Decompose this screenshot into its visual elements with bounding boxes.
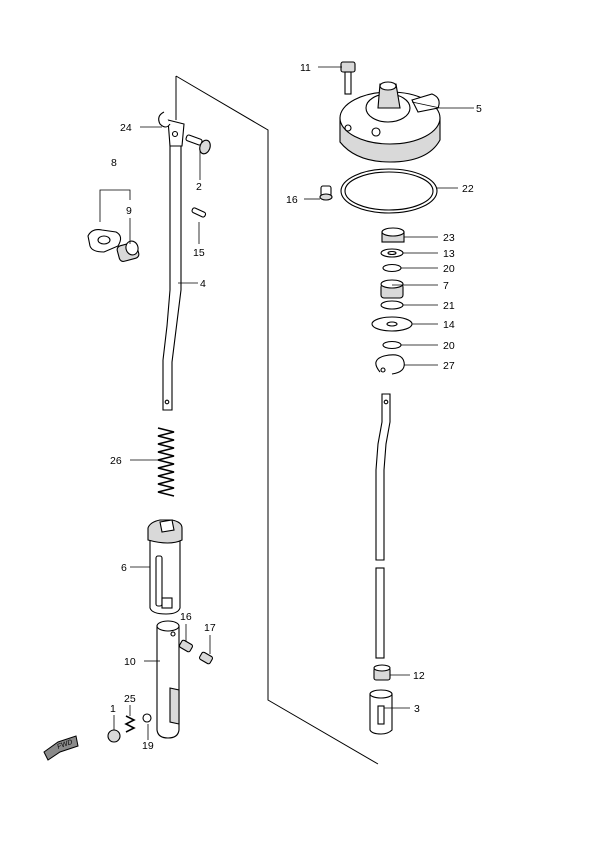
label-21: 21 [443, 300, 455, 312]
part-labels: 24 2 3 4 5 6 7 8 9 10 11 12 13 14 15 16 … [110, 62, 482, 752]
label-9: 9 [126, 205, 132, 217]
pin-part [185, 134, 211, 155]
shift-shaft-part [156, 620, 180, 739]
forward-arrow-icon: FWD [43, 735, 79, 761]
pin-16-part [178, 639, 194, 653]
o-ring-part [340, 168, 438, 214]
label-4: 4 [200, 278, 206, 290]
coupler-part [369, 689, 393, 735]
ball-part [142, 713, 152, 723]
leader-lines [99, 66, 474, 740]
o-ring-20a-part [382, 263, 402, 273]
bolt-part [340, 61, 356, 95]
label-16b: 16 [286, 194, 298, 206]
label-15: 15 [193, 247, 205, 259]
label-8: 8 [111, 157, 117, 169]
label-17: 17 [204, 622, 216, 634]
label-16a: 16 [180, 611, 192, 623]
o-ring-20b-part [382, 340, 402, 350]
nut-part [373, 664, 391, 681]
small-pin-part [191, 207, 207, 218]
spring-part [157, 427, 175, 497]
shift-cam-part [147, 519, 183, 615]
label-26: 26 [110, 455, 122, 467]
label-7: 7 [443, 280, 449, 292]
label-20a: 20 [443, 263, 455, 275]
rod-clamp-part [87, 229, 122, 253]
pin-17-part [198, 651, 214, 665]
circlip-27-part [375, 354, 405, 375]
small-spring-part [124, 715, 136, 733]
label-19: 19 [142, 740, 154, 752]
shift-rod-upper [162, 119, 185, 411]
bushing-part [116, 240, 140, 262]
label-20b: 20 [443, 340, 455, 352]
o-ring-21-part [380, 300, 404, 310]
label-10: 10 [124, 656, 136, 668]
label-25: 25 [124, 693, 136, 705]
label-2: 2 [196, 181, 202, 193]
label-11: 11 [300, 62, 311, 74]
clip-part [158, 111, 171, 128]
assembly-frame [175, 75, 379, 765]
label-14: 14 [443, 319, 455, 331]
shift-rod-lower [375, 393, 391, 659]
label-1: 1 [110, 703, 116, 715]
cap-part [107, 729, 121, 743]
label-5: 5 [476, 103, 482, 115]
seal-7-part [380, 279, 404, 299]
shift-lever-housing-part [339, 81, 441, 163]
label-3: 3 [414, 703, 420, 715]
label-13: 13 [443, 248, 455, 260]
label-22: 22 [462, 183, 474, 195]
label-27: 27 [443, 360, 455, 372]
washer-13-part [380, 248, 404, 258]
label-6: 6 [121, 562, 127, 574]
washer-14-part [371, 316, 413, 332]
bushing-23-part [381, 227, 405, 243]
label-24: 24 [120, 122, 132, 134]
small-bolt-part [319, 185, 333, 201]
label-23: 23 [443, 232, 455, 244]
label-12: 12 [413, 670, 425, 682]
